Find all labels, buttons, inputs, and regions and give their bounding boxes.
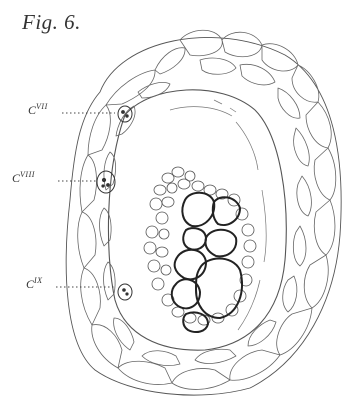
label-c9-sup: IX [34, 276, 43, 285]
large-vessel-cells [172, 193, 242, 332]
label-c9: CIX [26, 276, 43, 292]
inner-cavity-outline [108, 90, 286, 350]
label-c8-base: C [12, 171, 20, 185]
parenchyma-cells [78, 30, 336, 389]
label-c7-sup: VII [36, 102, 48, 111]
label-c8: CVIII [12, 170, 35, 186]
label-c7-base: C [28, 103, 36, 117]
label-c8-sup: VIII [20, 170, 35, 179]
cavity-striations [170, 100, 266, 330]
label-c7: CVII [28, 102, 48, 118]
cell-c9 [118, 284, 132, 300]
outer-tissue-outline [66, 37, 341, 395]
label-c9-base: C [26, 277, 34, 291]
